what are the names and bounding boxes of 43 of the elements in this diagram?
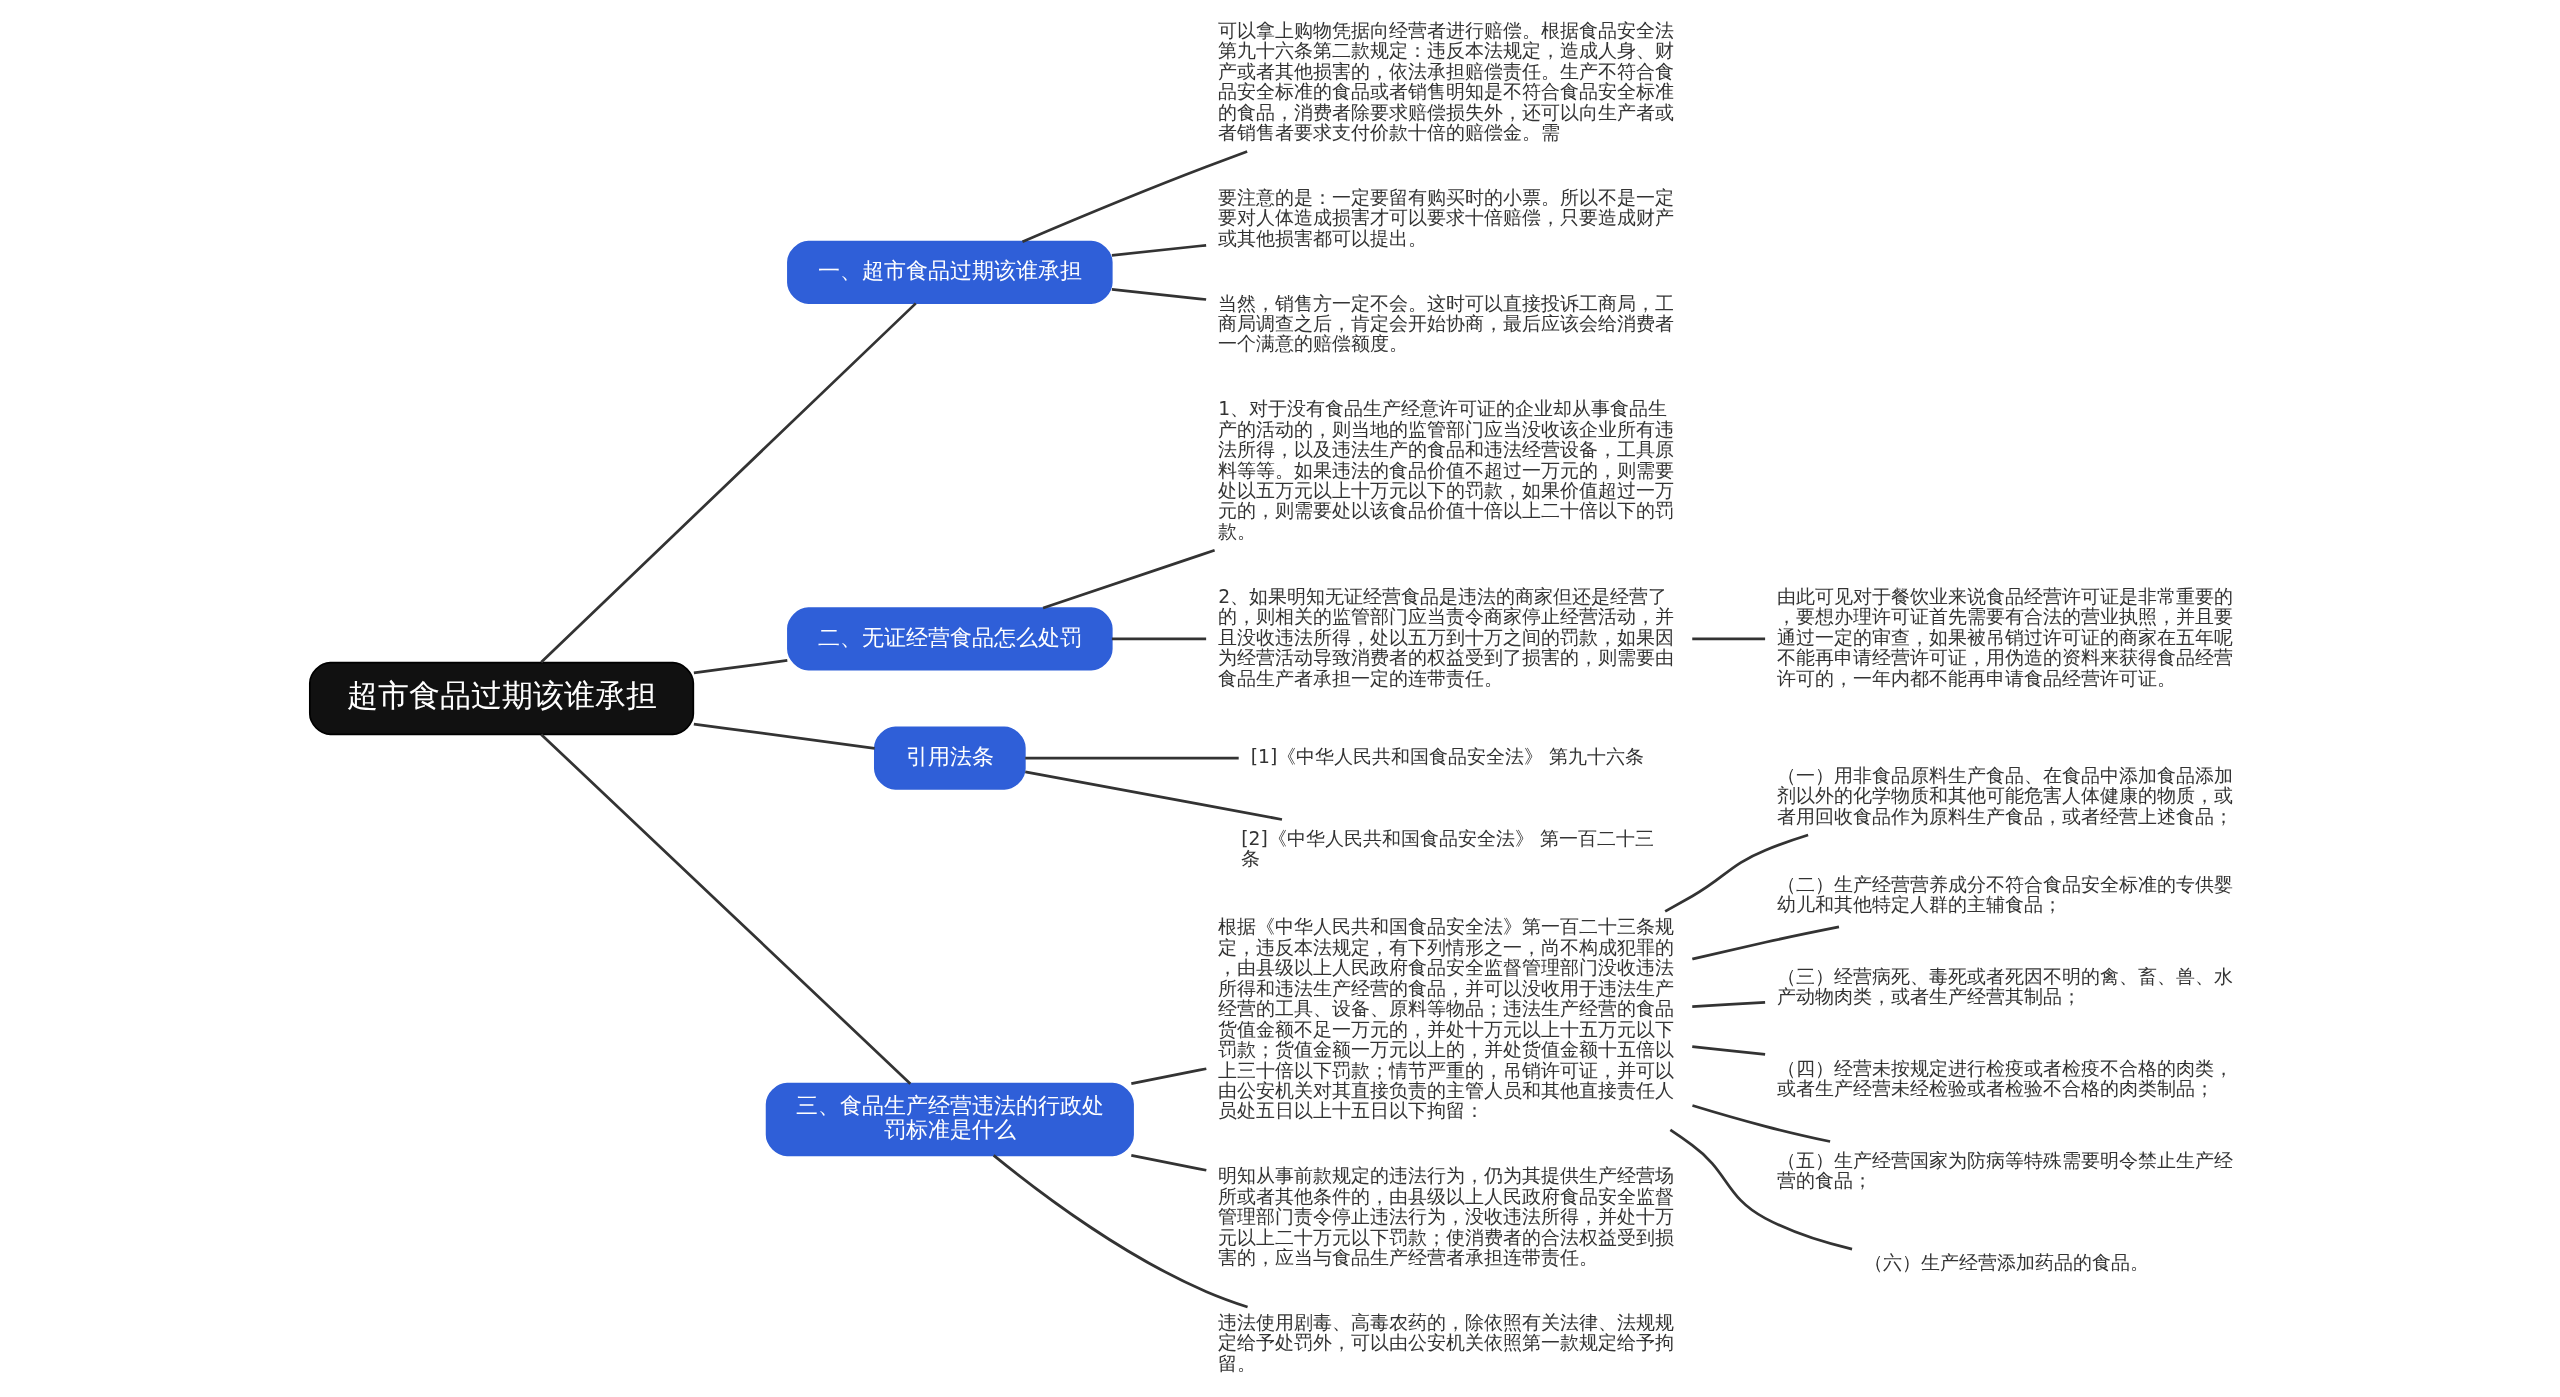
connector xyxy=(1130,1067,1207,1085)
node-text: （三）经营病死、毒死或者死因不明的禽、畜、兽、水产动物肉类，或者生产经营其制品； xyxy=(1776,965,2233,1008)
connector xyxy=(1669,1128,1852,1251)
node-text: 违法使用剧毒、高毒农药的，除依照有关法律、法规规定给予处罚外，可以由公安机关依照第一款规定给予拘留。 xyxy=(1217,1311,1674,1374)
node-text: [2]《中华人民共和国食品安全法》 第一百二十三条 xyxy=(1240,827,1654,870)
node-box: 一、超市食品过期该谁承担 xyxy=(786,240,1113,304)
connector xyxy=(1111,637,1206,641)
connector xyxy=(693,659,787,675)
connector xyxy=(992,1154,1248,1309)
node-text: （五）生产经营国家为防病等特殊需要明令禁止生产经营的食品； xyxy=(1776,1149,2233,1192)
node-text: 当然，销售方一定不会。这时可以直接投诉工商局，工商局调查之后，肯定会开始协商，最后应该会给消费者一个满意的赔偿额度。 xyxy=(1217,292,1674,355)
node-text: 明知从事前款规定的违法行为，仍为其提供生产经营场所或者其他条件的，由县级以上人民政府食品安全监督管理部门责令停止违法行为，没收违法所得，并处十万元以上二十万元以下罚款；使消费者的合法权益受到损害的，应当与食品生产经营者承担连带责任。 xyxy=(1217,1165,1674,1269)
connector xyxy=(1111,288,1206,301)
node-text: 要注意的是：一定要留有购买时的小票。所以不是一定要对人体造成损害才可以要求十倍赔偿，只要造成财产或其他损害都可以提出。 xyxy=(1217,186,1674,249)
connector xyxy=(1691,925,1839,961)
connector xyxy=(1664,833,1808,913)
node-text: 1、对于没有食品生产经意许可证的企业却从事食品生产的活动的，则当地的监管部门应当没收该企业所有违法所得，以及违法生产的食品和违法经营设备，工具原料等等。如果违法的食品价值不超过一万元的，则需要处以五万元以上十万元以下的罚款，如果价值超过一万元的，则需要处以该食品价值十倍以上二十倍以下的罚款。 xyxy=(1217,398,1674,542)
node-box: 二、无证经营食品怎么处罚 xyxy=(786,607,1113,671)
connector xyxy=(1691,637,1765,641)
connector xyxy=(1024,756,1239,760)
connector xyxy=(1691,1045,1765,1056)
node-text: （四）经营未按规定进行检疫或者检疫不合格的肉类，或者生产经营未经检验或者检验不合格的肉类制品； xyxy=(1776,1057,2233,1100)
connector xyxy=(693,722,875,750)
node-box: 三、食品生产经营违法的行政处罚标准是什么 xyxy=(765,1082,1134,1157)
connector xyxy=(539,302,917,664)
node-text: （六）生产经营添加药品的食品。 xyxy=(1863,1252,2149,1274)
node-box: 超市食品过期该谁承担 xyxy=(308,661,694,736)
connector xyxy=(1021,150,1248,243)
node-text: 由此可见对于餐饮业来说食品经营许可证是非常重要的，要想办理许可证首先需要有合法的营业执照，并且要通过一定的审查，如果被吊销过许可证的商家在五年呢不能再申请经营许可证，用伪造的资料来获得食品经营许可的，一年内都不能再申请食品经营许可证。 xyxy=(1776,585,2233,689)
connector xyxy=(1691,1000,1765,1008)
connector xyxy=(1042,548,1215,610)
node-text: [1]《中华人民共和国食品安全法》 第九十六条 xyxy=(1250,745,1644,767)
connector xyxy=(539,733,911,1085)
connector xyxy=(1130,1154,1207,1172)
node-text: （一）用非食品原料生产食品、在食品中添加食品添加剂以外的化学物质和其他可能危害人体健康的物质，或者用回收食品作为原料生产食品，或者经营上述食品； xyxy=(1776,764,2233,827)
connector xyxy=(1024,770,1282,821)
connector xyxy=(1111,243,1206,257)
node-text: 根据《中华人民共和国食品安全法》第一百二十三条规定，违反本法规定，有下列情形之一，尚不构成犯罪的，由县级以上人民政府食品安全监督管理部门没收违法所得和违法生产经营的食品，并可以没收用于违法生产经营的工具、设备、原料等物品；违法生产经营的食品货值金额不足一万元的，并处十万元以上十五万元以下罚款；货值金额一万元以上的，并处货值金额十五倍以上三十倍以下罚款；情节严重的，吊销许可证，并可以由公安机关对其直接负责的主管人员和其他直接责任人员处五日以上十五日以下拘留： xyxy=(1217,916,1674,1122)
node-box: 引用法条 xyxy=(873,726,1026,790)
node-text: 2、如果明知无证经营食品是违法的商家但还是经营了的，则相关的监管部门应当责令商家停止经营活动，并且没收违法所得，处以五万到十万之间的罚款，如果因为经营活动导致消费者的权益受到了损害的，则需要由食品生产者承担一定的连带责任。 xyxy=(1217,585,1674,689)
node-text: （二）生产经营营养成分不符合食品安全标准的专供婴幼儿和其他特定人群的主辅食品； xyxy=(1776,873,2233,916)
connector xyxy=(1691,1104,1830,1143)
node-text: 可以拿上购物凭据向经营者进行赔偿。根据食品安全法第九十六条第二款规定：违反本法规定，造成人身、财产或者其他损害的，依法承担赔偿责任。生产不符合食品安全标准的食品或者销售明知是不符合食品安全标准的食品，消费者除要求赔偿损失外，还可以向生产者或者销售者要求支付价款十倍的赔偿金。需 xyxy=(1217,19,1674,144)
